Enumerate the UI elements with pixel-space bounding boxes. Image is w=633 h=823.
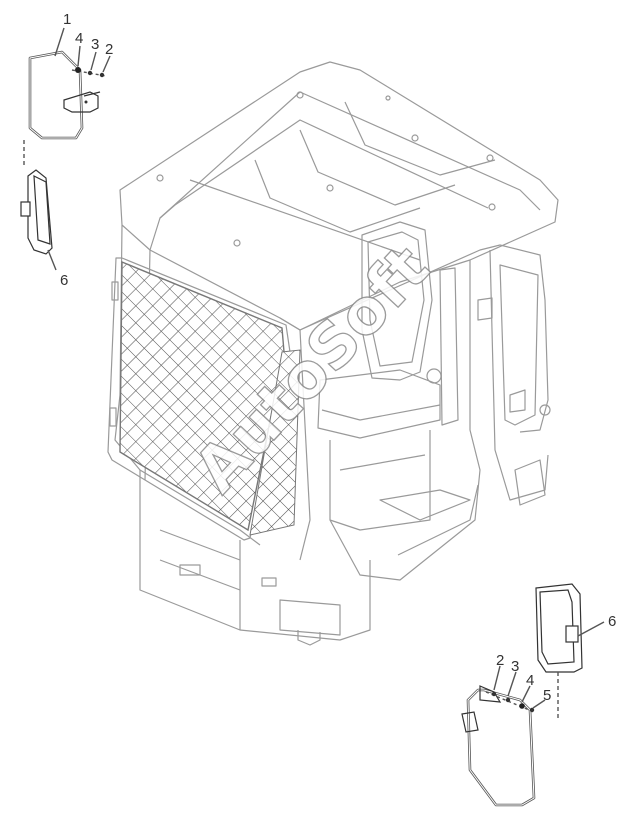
fastener-set-right	[485, 691, 535, 713]
operator-seat	[317, 221, 471, 531]
callout-4: 4	[526, 672, 534, 689]
lock-washer-icon	[529, 707, 535, 713]
callout-2: 2	[105, 41, 113, 58]
callout-3: 3	[91, 36, 99, 53]
callout-3: 3	[511, 658, 519, 675]
mirror-left	[20, 169, 57, 271]
callout-6: 6	[60, 272, 68, 289]
callout-4: 4	[75, 30, 83, 47]
callout-5: 5	[543, 687, 551, 704]
bolt-icon	[99, 72, 105, 78]
mirror-bracket-frame-right	[461, 685, 536, 807]
mirror-group-right: 6 2 3 4 5	[461, 583, 616, 807]
mirror-bracket-frame-left	[28, 50, 101, 140]
nut-icon	[505, 697, 511, 703]
washer-icon	[75, 67, 81, 73]
washer-icon	[519, 703, 525, 709]
fastener-set-left	[71, 67, 107, 78]
callout-6: 6	[608, 613, 616, 630]
nut-icon	[87, 70, 93, 76]
mirror-right	[535, 583, 605, 673]
bolt-icon	[491, 691, 497, 697]
cab-assembly	[107, 61, 559, 646]
front-guard-grille	[107, 257, 301, 541]
callout-1: 1	[63, 11, 71, 28]
callout-2: 2	[496, 652, 504, 669]
mirror-group-left: 1 4 3 2 6	[20, 11, 113, 289]
cab-roof	[119, 61, 559, 331]
